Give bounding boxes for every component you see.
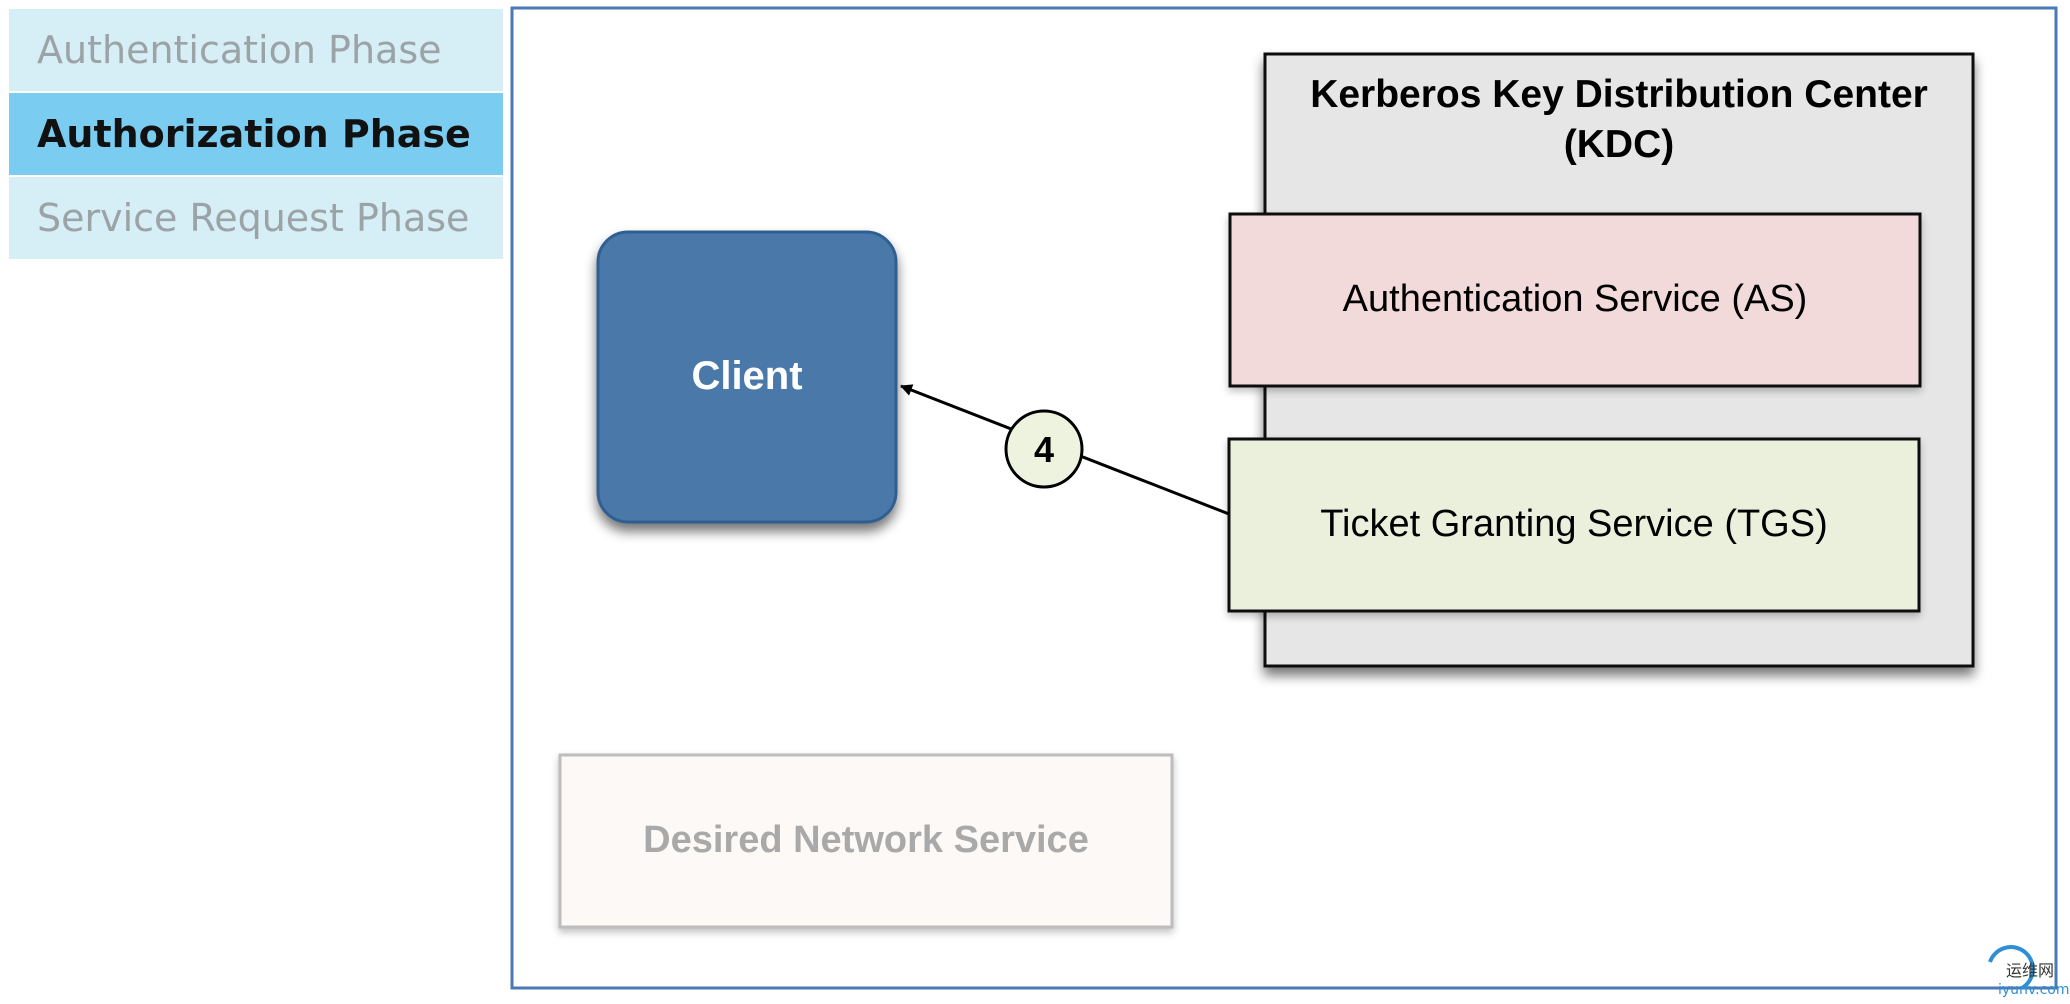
phase-service-request[interactable]: Service Request Phase [9, 177, 503, 259]
ticket-granting-service-box[interactable]: Ticket Granting Service (TGS) [1227, 437, 1921, 613]
diagram-frame [510, 6, 2058, 990]
ticket-granting-service-label: Ticket Granting Service (TGS) [1320, 503, 1828, 545]
watermark-text-url: iyunv.com [1998, 982, 2069, 998]
phase-authentication[interactable]: Authentication Phase [9, 9, 503, 91]
watermark-text-cn: 运维网 [2006, 961, 2054, 980]
watermark-logo: 运维网 iyunv.com [1988, 945, 2069, 998]
authentication-service-box[interactable]: Authentication Service (AS) [1228, 212, 1922, 388]
kdc-title-line2: (KDC) [1564, 123, 1674, 166]
client-label: Client [691, 354, 802, 398]
kdc-title-line1: Kerberos Key Distribution Center [1310, 73, 1928, 116]
desired-network-service-box[interactable]: Desired Network Service [558, 753, 1174, 929]
watermark-swirl-icon [1988, 945, 2035, 990]
desired-network-service-label: Desired Network Service [643, 819, 1089, 861]
phase-authorization[interactable]: Authorization Phase [9, 93, 503, 175]
authentication-service-label: Authentication Service (AS) [1343, 278, 1808, 320]
step-number: 4 [1034, 429, 1054, 470]
client-box[interactable]: Client [596, 230, 898, 524]
step-4-marker: 4 [1004, 409, 1084, 489]
